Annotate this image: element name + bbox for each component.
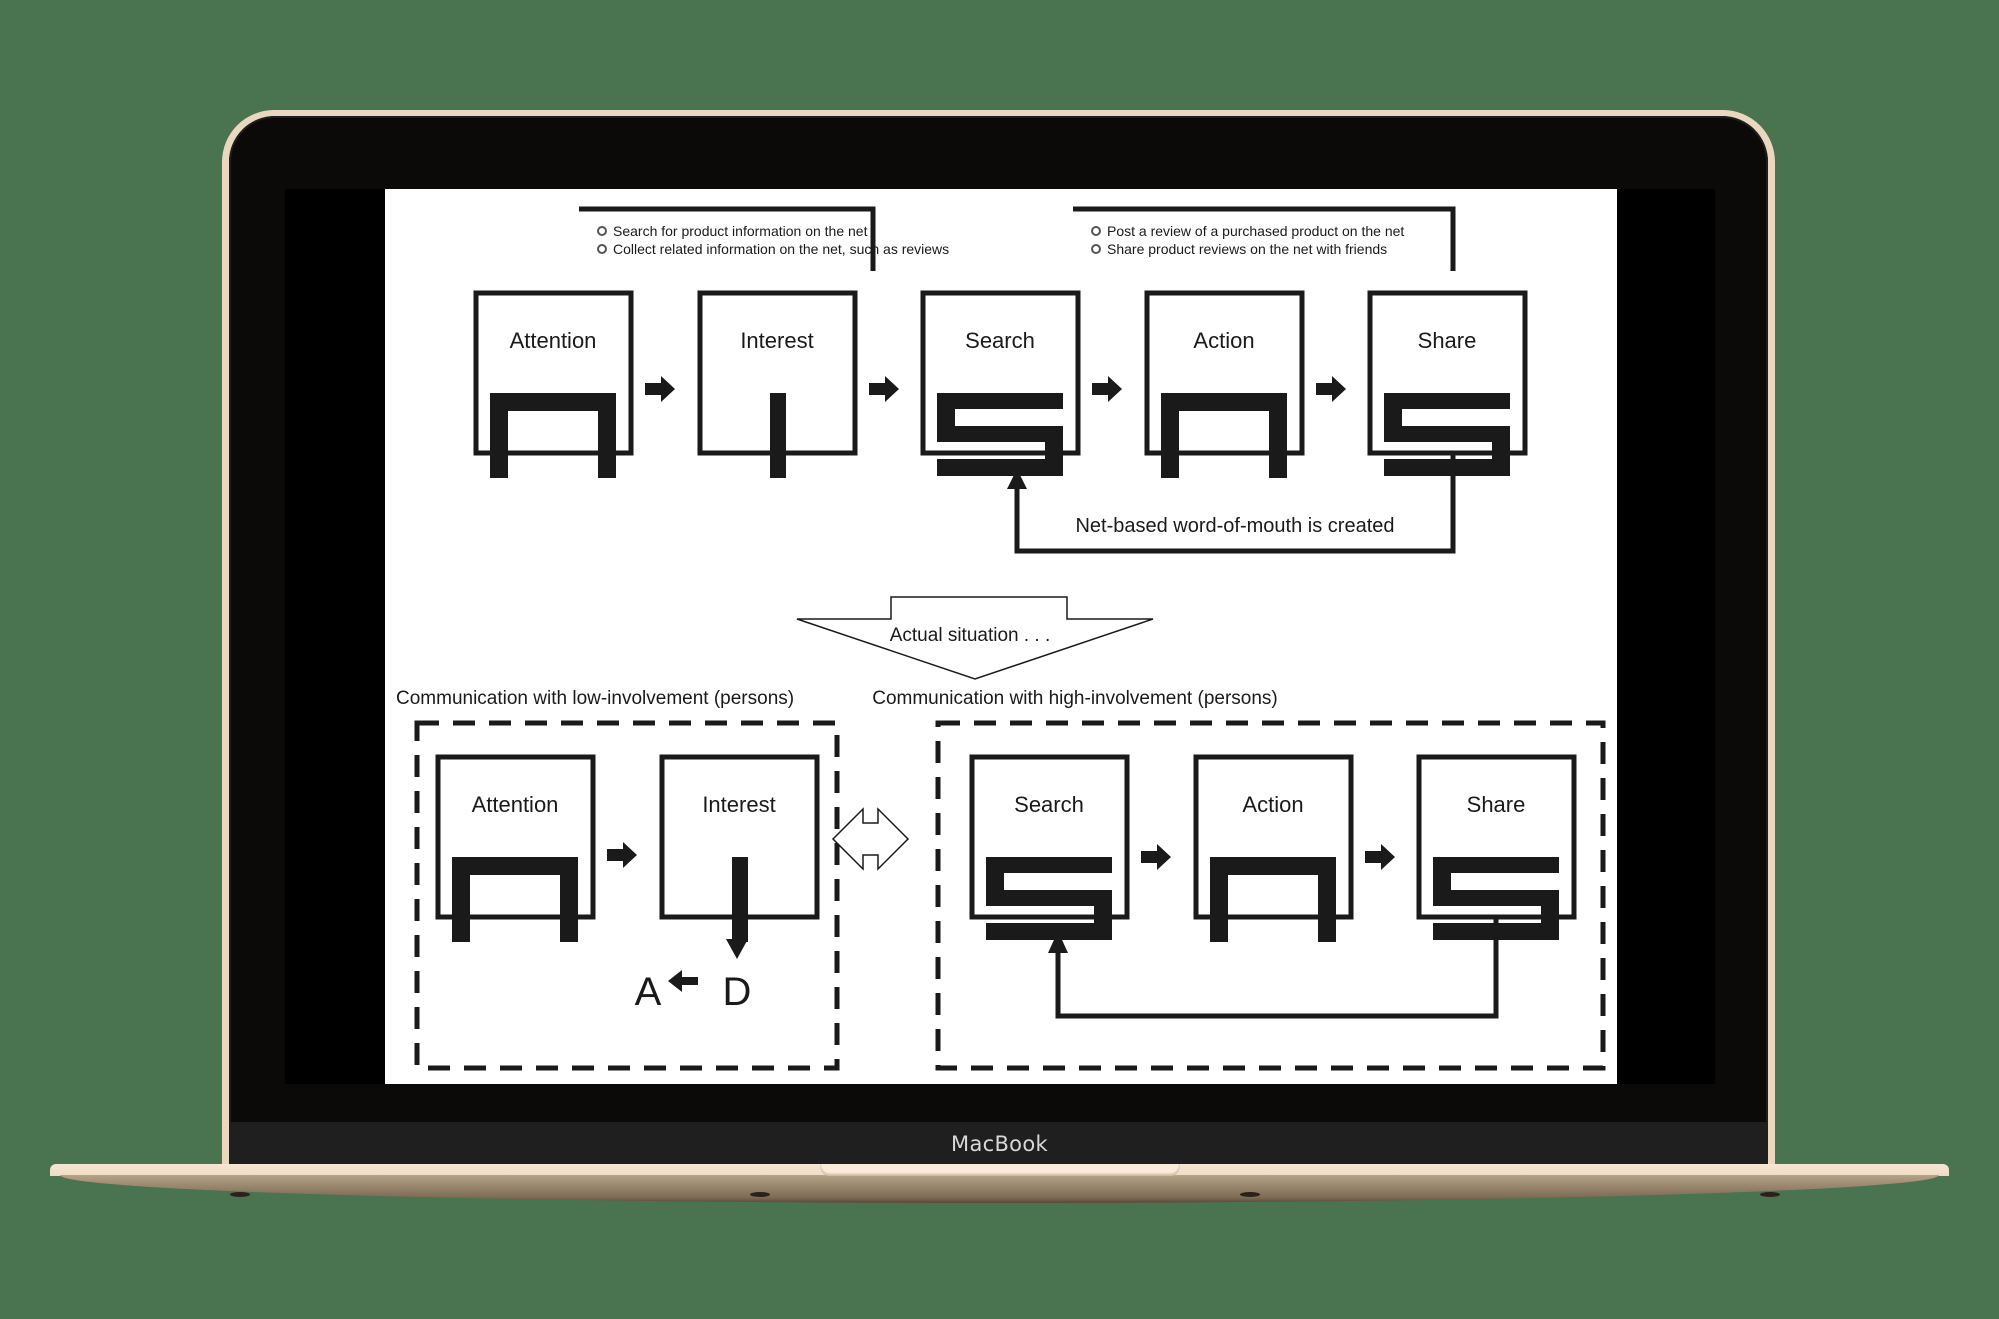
callout-note-share: Post a review of a purchased product on … [1091, 223, 1404, 257]
svg-text:Share: Share [1467, 792, 1526, 817]
svg-text:Interest: Interest [702, 792, 775, 817]
stage-box-action: Action [1144, 290, 1305, 478]
laptop-foot [230, 1192, 250, 1197]
arrow-right-icon [645, 376, 675, 402]
callout-bracket-share [1073, 206, 1456, 271]
letter-s-glyph [937, 393, 1063, 476]
svg-text:Share: Share [1418, 328, 1477, 353]
arrow-right-icon [869, 376, 899, 402]
arrow-right-icon [1092, 376, 1122, 402]
low-involvement-group [414, 720, 840, 1071]
stage-box-interest: Interest [697, 290, 858, 478]
svg-text:Interest: Interest [740, 328, 813, 353]
laptop-foot [750, 1192, 770, 1197]
laptop-chin [229, 1122, 1768, 1166]
stage-box-attention: Attention [473, 290, 634, 478]
stage-box-search: Search [920, 290, 1081, 476]
stage-box-share: Share [1367, 290, 1528, 476]
low-stage-box-interest: Interest [659, 754, 820, 942]
lid-notch [820, 1164, 1180, 1176]
note-text: Share product reviews on the net with fr… [1107, 241, 1387, 257]
laptop-base-underside [60, 1175, 1939, 1203]
note-text: Collect related information on the net, … [613, 241, 949, 257]
svg-text:Attention: Attention [510, 328, 597, 353]
callout-note-search: Search for product information on the ne… [597, 223, 949, 257]
svg-text:Action: Action [1193, 328, 1254, 353]
aisas-diagram-page: Search for product information on the ne… [385, 189, 1617, 1084]
feedback-label: Net-based word-of-mouth is created [1075, 515, 1394, 537]
arrow-left-icon [668, 970, 698, 992]
letter-s-glyph [1384, 393, 1510, 476]
svg-text:Action: Action [1242, 792, 1303, 817]
svg-text:Search: Search [965, 328, 1035, 353]
arrow-right-icon [1141, 844, 1171, 870]
low-involvement-title: Communication with low-involvement (pers… [396, 688, 794, 709]
transition-label: Actual situation . . . [890, 625, 1051, 646]
high-involvement-group [935, 720, 1606, 1071]
transition-arrow-icon [796, 596, 1154, 680]
letter-i-glyph [770, 393, 786, 478]
low-stage-box-attention: Attention [435, 754, 596, 942]
letter-s-glyph [986, 857, 1112, 940]
sub-flow-a: A [635, 970, 662, 1014]
aisas-diagram: Search for product information on the ne… [396, 206, 1606, 1071]
high-stage-box-search: Search [969, 754, 1130, 940]
arrow-down-icon [726, 919, 748, 959]
high-stage-box-action: Action [1193, 754, 1354, 942]
callout-bracket-search [579, 206, 876, 271]
arrow-up-icon [1007, 469, 1027, 489]
brand-label: MacBook [951, 1132, 1048, 1156]
note-text: Search for product information on the ne… [613, 223, 868, 239]
svg-text:Attention: Attention [472, 792, 559, 817]
bidirectional-arrow-icon [831, 807, 910, 871]
arrow-up-icon [1048, 931, 1068, 953]
feedback-loop-line [1014, 455, 1456, 554]
high-stage-box-share: Share [1416, 754, 1577, 940]
note-text: Post a review of a purchased product on … [1107, 223, 1404, 239]
high-involvement-title: Communication with high-involvement (per… [872, 688, 1278, 709]
arrow-right-icon [607, 842, 637, 868]
arrow-right-icon [1316, 376, 1346, 402]
high-feedback-loop-line [1055, 919, 1499, 1019]
laptop-foot [1760, 1192, 1780, 1197]
svg-text:Search: Search [1014, 792, 1084, 817]
laptop-foot [1240, 1192, 1260, 1197]
arrow-right-icon [1365, 844, 1395, 870]
sub-flow-d: D [723, 970, 752, 1014]
